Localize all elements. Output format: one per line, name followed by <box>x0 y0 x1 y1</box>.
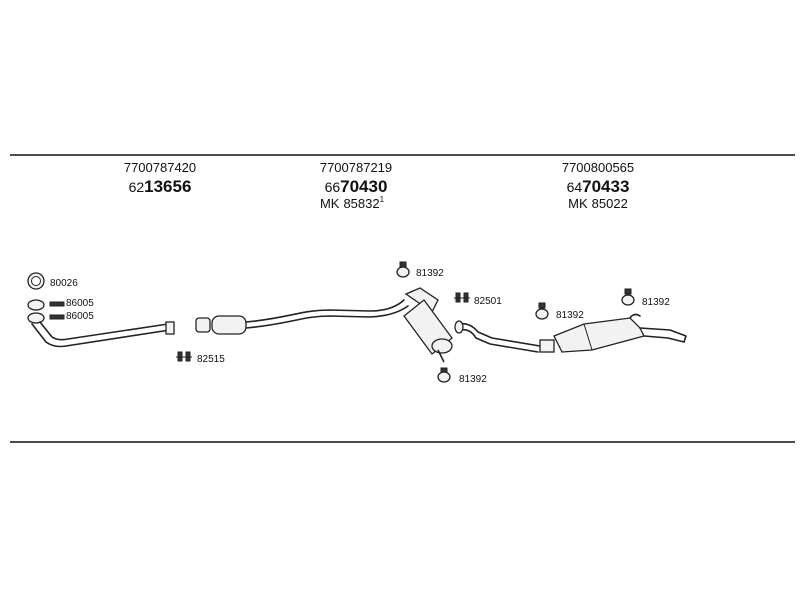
label-82501: 82501 <box>474 296 502 307</box>
long-number-2: 7700787219 <box>320 160 392 175</box>
label-86005-b: 86005 <box>66 311 94 322</box>
label-81392-right: 81392 <box>642 297 670 308</box>
label-82515: 82515 <box>197 354 225 365</box>
front-pipe-inner <box>39 321 169 341</box>
rear-silencer <box>553 313 645 353</box>
long-number-3: 7700800565 <box>562 160 634 175</box>
bracket-82515 <box>176 351 192 362</box>
tail-pipe-flange <box>454 320 464 334</box>
short-number-3: 6470433 <box>567 177 630 196</box>
front-pipe-flange <box>165 321 175 335</box>
hanger-81392-bottom <box>437 367 451 383</box>
front-resonator <box>195 315 247 335</box>
label-81392-top: 81392 <box>416 268 444 279</box>
clamp-86005-b <box>27 312 65 324</box>
hanger-81392-right <box>621 288 635 306</box>
label-80026: 80026 <box>50 278 78 289</box>
hanger-81392-mid <box>535 302 549 320</box>
rear-clamp <box>539 339 555 353</box>
label-81392-mid: 81392 <box>556 310 584 321</box>
front-pipe <box>31 323 171 348</box>
hanger-81392-top <box>396 261 410 278</box>
label-81392-bottom: 81392 <box>459 374 487 385</box>
tail-pipe-outlet-inner <box>643 335 685 343</box>
intermediate-pipe <box>245 299 405 323</box>
gasket-ring-80026 <box>27 272 45 290</box>
short-number-2: 6670430 <box>325 177 388 196</box>
label-86005-a: 86005 <box>66 298 94 309</box>
tail-pipe-inlet-inner <box>459 328 539 353</box>
long-number-1: 7700787420 <box>124 160 196 175</box>
bracket-82501 <box>454 292 470 303</box>
tail-tip <box>683 335 687 343</box>
clamp-86005-a <box>27 299 65 311</box>
tail-pipe-outlet <box>639 327 687 337</box>
tail-pipe-inlet <box>457 322 541 347</box>
center-muffler <box>403 287 453 363</box>
intermediate-pipe-inner <box>245 305 409 329</box>
short-number-1: 6213656 <box>129 177 192 196</box>
header-group-1: 7700787420 6213656 <box>124 160 196 196</box>
